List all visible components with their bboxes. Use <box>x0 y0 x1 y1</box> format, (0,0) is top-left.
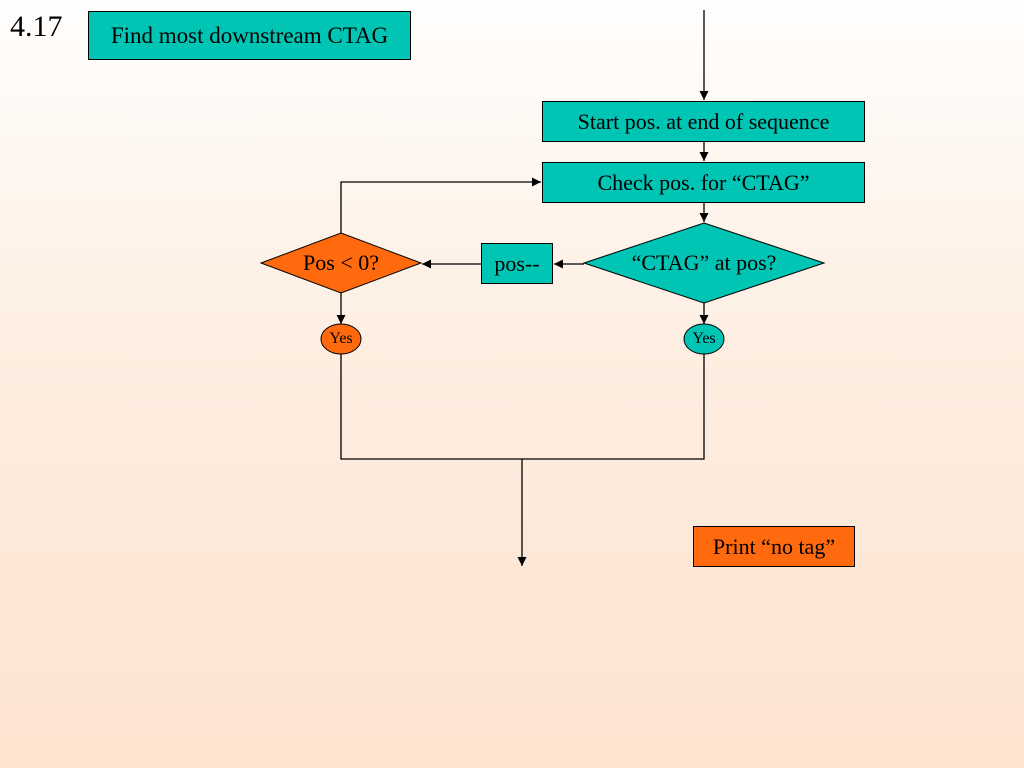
diagram-title: Find most downstream CTAG <box>88 11 411 60</box>
merge-line <box>340 354 705 460</box>
arrow-loop-back <box>340 177 541 233</box>
decrement-step: pos-- <box>481 243 553 284</box>
zero-decision-label: Pos < 0? <box>303 250 379 275</box>
print-no-tag-step: Print “no tag” <box>693 526 855 567</box>
yes-label-right: Yes <box>692 330 716 347</box>
yes-label-left: Yes <box>329 330 353 347</box>
ctag-decision-label: “CTAG” at pos? <box>631 250 777 275</box>
start-step: Start pos. at end of sequence <box>542 101 865 142</box>
slide-number: 4.17 <box>10 10 63 43</box>
check-step: Check pos. for “CTAG” <box>542 162 865 203</box>
